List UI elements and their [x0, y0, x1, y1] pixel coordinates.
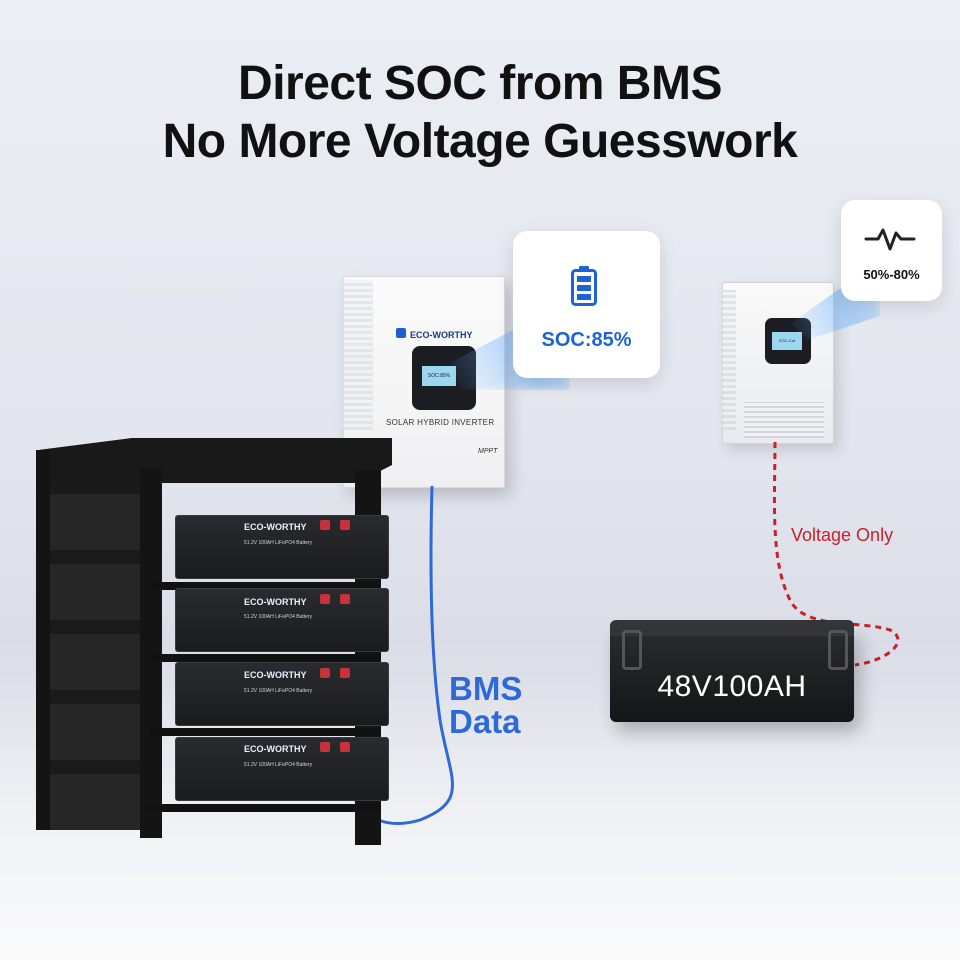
inverter-heatsink: [343, 280, 373, 430]
module-brand: ECO-WORTHY: [244, 670, 307, 680]
inverter-2-fins: [744, 402, 824, 438]
headline-line-1: Direct SOC from BMS: [238, 57, 722, 110]
battery-module: [175, 515, 389, 579]
module-spec: 51.2V 100AH LiFePO4 Battery: [244, 540, 313, 546]
lead-acid-battery: [610, 626, 854, 722]
voltage-only-label: Voltage Only: [791, 525, 894, 545]
module-terminal: [340, 742, 350, 752]
battery-module: [175, 662, 389, 726]
range-card: [841, 200, 942, 301]
inverter-2-display: SOC-Cut: [772, 332, 802, 350]
lead-acid-battery-lid: [610, 620, 854, 636]
rack-shelf: [150, 582, 380, 590]
battery-icon: [571, 266, 597, 306]
battery-module: [175, 737, 389, 801]
module-terminal: [340, 668, 350, 678]
battery-handle: [622, 630, 642, 670]
voltage-only-cable: [772, 441, 900, 667]
module-terminal: [320, 742, 330, 752]
inverter-label: SOLAR HYBRID INVERTER: [386, 418, 495, 427]
inverter-brand: ECO-WORTHY: [410, 330, 473, 340]
inverter-mppt-label: MPPT: [478, 448, 498, 455]
module-spec: 51.2V 100AH LiFePO4 Battery: [244, 762, 313, 768]
inverter-2-heatsink: [722, 290, 736, 430]
module-brand: ECO-WORTHY: [244, 522, 307, 532]
rack-post-left: [36, 450, 50, 830]
inverter-display: SOC:85%: [422, 366, 456, 386]
module-spec: 51.2V 100AH LiFePO4 Battery: [244, 614, 313, 620]
module-terminal: [320, 520, 330, 530]
data-label: Data: [449, 703, 521, 740]
rack-top: [40, 438, 392, 483]
rack-shelf: [150, 804, 380, 812]
brand-logo-icon: [396, 328, 406, 338]
module-terminal: [320, 668, 330, 678]
bms-label: BMS: [449, 670, 523, 707]
module-terminal: [340, 594, 350, 604]
module-terminal: [320, 594, 330, 604]
rack-shelf: [150, 654, 380, 662]
module-brand: ECO-WORTHY: [244, 597, 307, 607]
module-terminal: [340, 520, 350, 530]
soc-value: SOC:85%: [541, 329, 632, 351]
pulse-icon: [864, 228, 916, 251]
battery-module: [175, 588, 389, 652]
rack-shelf: [150, 728, 380, 736]
module-spec: 51.2V 100AH LiFePO4 Battery: [244, 688, 313, 694]
lead-acid-battery-label: 48V100AH: [657, 670, 807, 703]
rack-post-inner: [140, 468, 162, 838]
range-value: 50%-80%: [863, 267, 920, 282]
headline-line-2: No More Voltage Guesswork: [162, 115, 798, 168]
battery-handle: [828, 630, 848, 670]
rack-side-panel: [44, 480, 154, 830]
module-brand: ECO-WORTHY: [244, 744, 307, 754]
